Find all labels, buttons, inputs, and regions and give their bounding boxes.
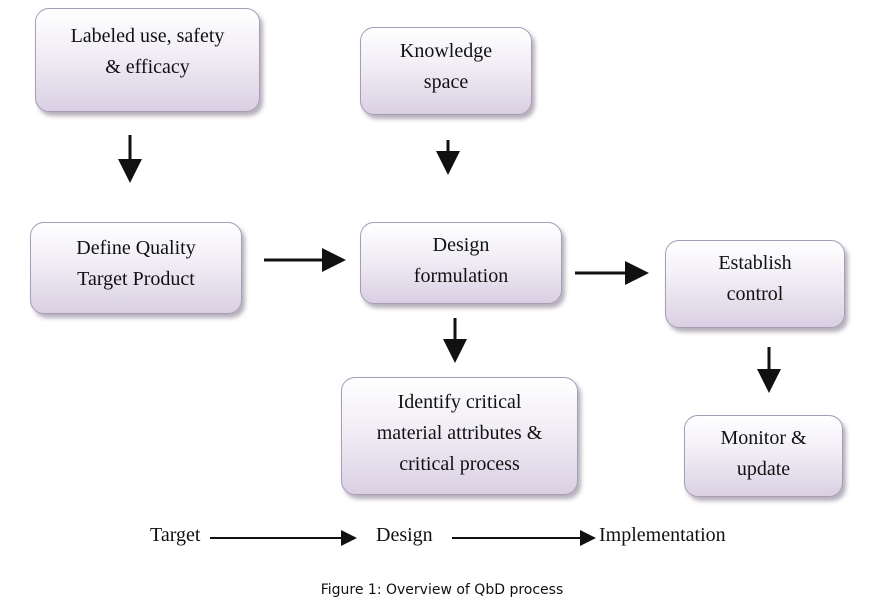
box-text: critical process — [399, 453, 520, 475]
box-establish-control: Establish control — [665, 240, 845, 328]
box-text: Establish — [718, 252, 792, 274]
box-text: Design — [432, 234, 490, 256]
box-text: formulation — [413, 265, 509, 287]
box-text: Target Product — [77, 268, 195, 290]
box-define-qtpp: Define Quality Target Product — [30, 222, 242, 314]
box-text: space — [423, 71, 469, 93]
box-text: control — [726, 283, 784, 305]
stage-implementation: Implementation — [599, 524, 726, 546]
box-labeled-use: Labeled use, safety & efficacy — [35, 8, 260, 112]
stage-target: Target — [150, 524, 201, 546]
box-knowledge-space: Knowledge space — [360, 27, 532, 115]
box-monitor-update: Monitor & update — [684, 415, 843, 497]
box-design-formulation: Design formulation — [360, 222, 562, 304]
box-text: Define Quality — [76, 237, 196, 259]
box-text: material attributes & — [376, 422, 543, 444]
figure-caption: Figure 1: Overview of QbD process — [320, 582, 564, 598]
box-text: & efficacy — [105, 56, 190, 78]
stage-design: Design — [376, 524, 433, 546]
box-text: Labeled use, safety — [70, 25, 225, 47]
box-text: update — [736, 458, 791, 480]
box-text: Identify critical — [397, 391, 522, 413]
box-text: Monitor & — [720, 427, 807, 449]
box-text: Knowledge — [399, 40, 493, 62]
box-identify-critical: Identify critical material attributes & … — [341, 377, 578, 495]
